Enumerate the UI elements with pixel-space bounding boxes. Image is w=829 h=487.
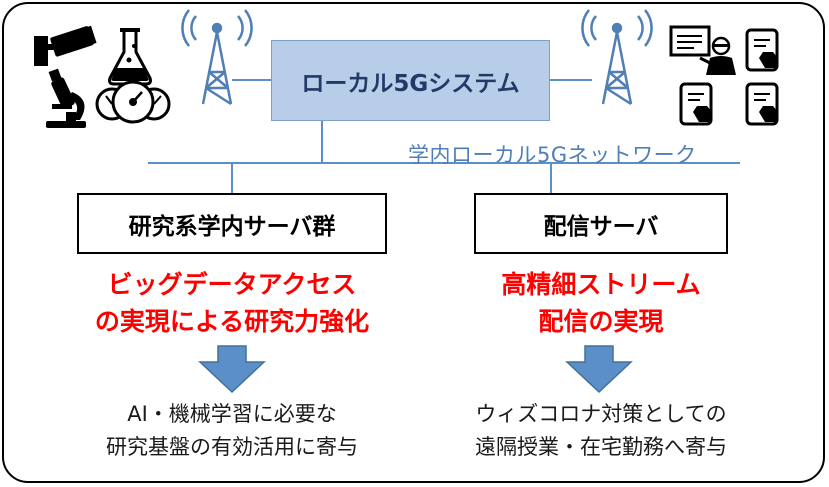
right-down-arrow [565, 345, 633, 394]
distribution-server-label: 配信サーバ [543, 213, 659, 240]
flask-icon [108, 28, 152, 86]
left-outcome-line: AI・機械学習に必要な [127, 402, 337, 426]
microscope-icon [46, 68, 86, 128]
security-camera-icon [34, 25, 97, 66]
tablet-icon [745, 28, 779, 72]
gauges-icon [95, 80, 171, 124]
local-5g-system-label: ローカル5Gシステム [301, 70, 520, 97]
left-outcome-line: 研究基盤の有効活用に寄与 [106, 435, 358, 459]
research-server-group-label: 研究系学内サーバ群 [128, 213, 336, 240]
right-outcome: ウィズコロナ対策としての 遠隔授業・在宅勤務へ寄与 [431, 398, 771, 464]
right-benefit-line: 高精細ストリーム [501, 270, 701, 299]
left-benefit: ビッグデータアクセス の実現による研究力強化 [52, 266, 412, 340]
left-benefit-line: の実現による研究力強化 [94, 307, 370, 336]
tablet-icon [679, 82, 713, 126]
left-down-arrow [198, 345, 266, 394]
tablet-icon [745, 82, 779, 126]
right-outcome-line: ウィズコロナ対策としての [475, 402, 727, 426]
right-benefit: 高精細ストリーム 配信の実現 [441, 266, 761, 340]
network-lines [148, 79, 740, 193]
left-antenna-icon [181, 9, 253, 106]
right-outcome-line: 遠隔授業・在宅勤務へ寄与 [475, 435, 727, 459]
right-benefit-line: 配信の実現 [538, 307, 664, 336]
distribution-server-box: 配信サーバ [474, 193, 728, 254]
network-label: 学内ローカル5Gネットワーク [408, 143, 697, 167]
lecturer-icon [669, 25, 736, 75]
local-5g-system-box: ローカル5Gシステム [271, 40, 550, 121]
right-antenna-icon [581, 9, 653, 106]
left-benefit-line: ビッグデータアクセス [107, 270, 357, 299]
research-server-group-box: 研究系学内サーバ群 [77, 193, 387, 254]
left-outcome: AI・機械学習に必要な 研究基盤の有効活用に寄与 [52, 398, 412, 464]
